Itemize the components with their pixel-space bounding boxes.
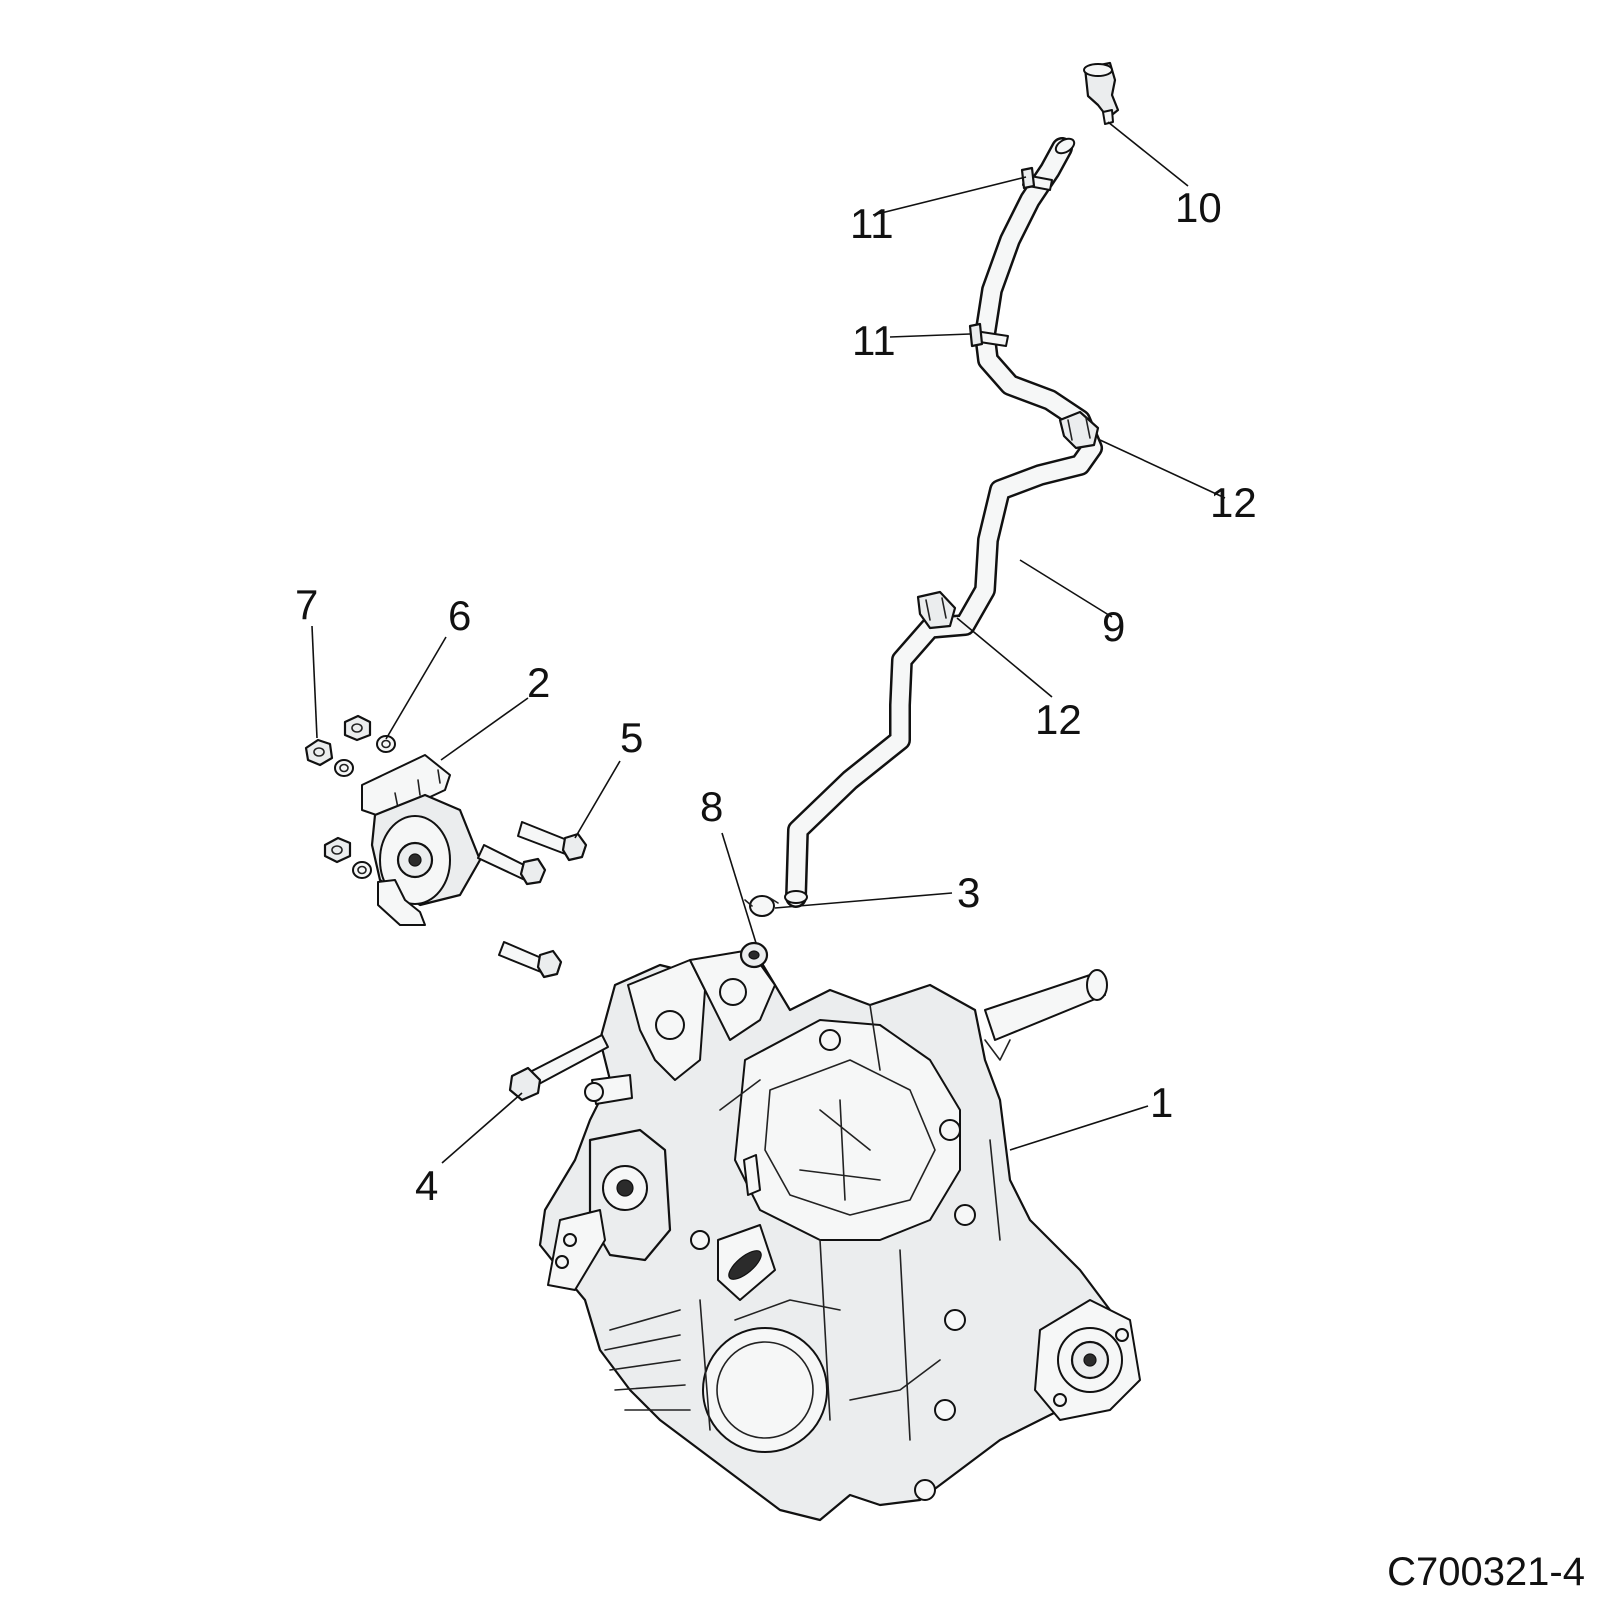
drawing-number: C700321-4 [1387, 1550, 1585, 1594]
mount-bolts [477, 821, 588, 979]
callout-1: 1 [1150, 1079, 1173, 1126]
callout-9: 9 [1102, 603, 1125, 650]
callout-8: 8 [700, 783, 723, 830]
hose-clamp [744, 895, 779, 917]
callout-11-upper: 11 [850, 200, 894, 247]
callout-5: 5 [620, 714, 643, 761]
callout-2: 2 [527, 659, 550, 706]
cable-ties [968, 166, 1053, 348]
grommet [739, 941, 769, 969]
engine-mount-bracket [361, 754, 482, 926]
long-bolt [508, 1034, 609, 1102]
callout-4: 4 [415, 1162, 438, 1209]
leader-lines [311, 121, 1226, 1164]
breather-fitting [1083, 61, 1120, 125]
callout-3: 3 [957, 869, 980, 916]
flange-nuts [304, 714, 372, 864]
callout-12-upper: 12 [1210, 479, 1257, 526]
hose-clips [916, 410, 1100, 630]
transmission-housing [538, 949, 1141, 1522]
callout-7: 7 [295, 581, 318, 628]
callout-11-lower: 11 [852, 317, 896, 364]
callout-10: 10 [1175, 184, 1222, 231]
breather-hose [784, 137, 1103, 908]
washers [334, 735, 396, 879]
callout-6: 6 [448, 592, 471, 639]
callout-12-lower: 12 [1035, 696, 1082, 743]
